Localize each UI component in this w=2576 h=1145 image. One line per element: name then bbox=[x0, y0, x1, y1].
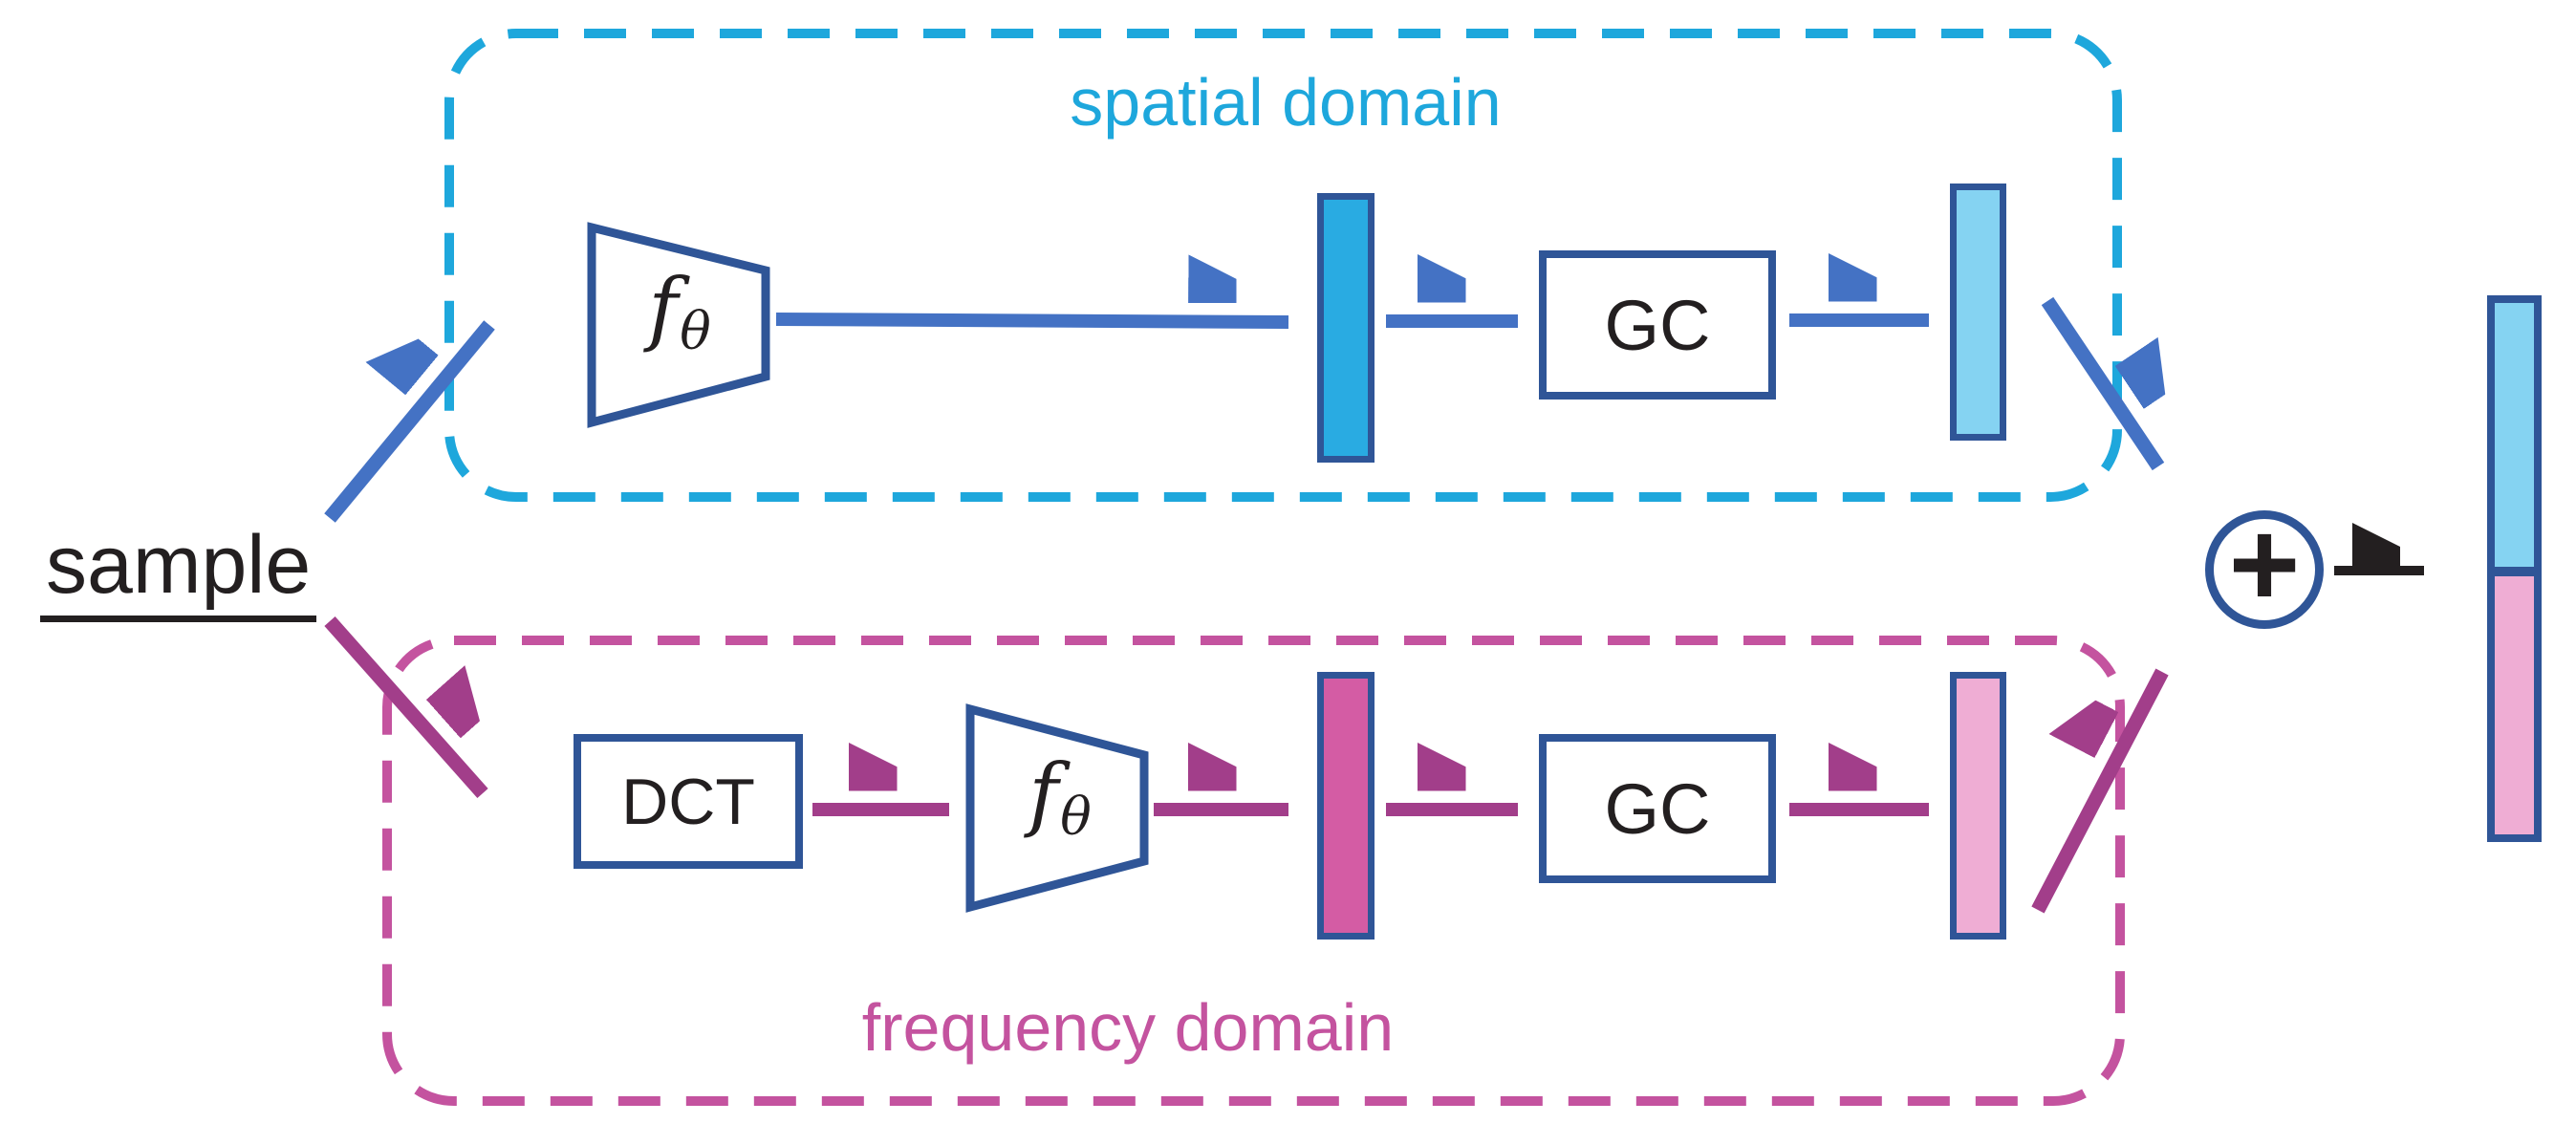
dct-box: DCT bbox=[574, 734, 803, 869]
spatial-domain-dashed-box bbox=[444, 29, 2122, 502]
frequency-domain-title: frequency domain bbox=[861, 990, 1395, 1065]
fused-output-frequency-segment bbox=[2495, 576, 2534, 834]
frequency-encoder-label: f θ bbox=[983, 746, 1136, 843]
dct-label: DCT bbox=[621, 765, 755, 838]
fusion-plus-circle: + bbox=[2205, 504, 2324, 629]
fused-output-bar bbox=[2487, 295, 2542, 842]
fused-output-divider bbox=[2495, 567, 2534, 576]
spatial-gc-label: GC bbox=[1604, 285, 1711, 365]
sample-label: sample bbox=[40, 524, 317, 622]
spatial-feature-bar bbox=[1317, 193, 1375, 463]
spatial-encoder-theta: θ bbox=[680, 301, 711, 361]
arrow-spatial-to-plus bbox=[2041, 296, 2158, 471]
spatial-output-bar bbox=[1950, 184, 2006, 441]
frequency-gc-box: GC bbox=[1539, 734, 1776, 883]
spatial-gc-box: GC bbox=[1539, 250, 1776, 400]
frequency-output-bar bbox=[1950, 672, 2006, 940]
plus-sign: + bbox=[2228, 496, 2301, 633]
spatial-encoder-f: f bbox=[648, 261, 679, 355]
arrow-frequency-to-plus bbox=[2031, 668, 2169, 914]
spatial-encoder-trapezoid bbox=[587, 222, 770, 428]
frequency-encoder-f: f bbox=[1028, 746, 1059, 840]
arrow-sample-to-frequency bbox=[324, 616, 483, 798]
arrow-spatial-encoder-to-feature bbox=[775, 319, 1289, 329]
frequency-domain-dashed-box bbox=[382, 636, 2125, 1106]
fused-output-spatial-segment bbox=[2495, 303, 2534, 567]
spatial-encoder-label: f θ bbox=[602, 261, 755, 357]
spatial-domain-title: spatial domain bbox=[1070, 65, 1502, 140]
frequency-gc-label: GC bbox=[1604, 768, 1711, 849]
frequency-feature-bar bbox=[1317, 672, 1375, 940]
arrow-sample-to-spatial bbox=[324, 320, 495, 523]
frequency-encoder-theta: θ bbox=[1060, 787, 1092, 847]
frequency-encoder-trapezoid bbox=[965, 703, 1149, 913]
